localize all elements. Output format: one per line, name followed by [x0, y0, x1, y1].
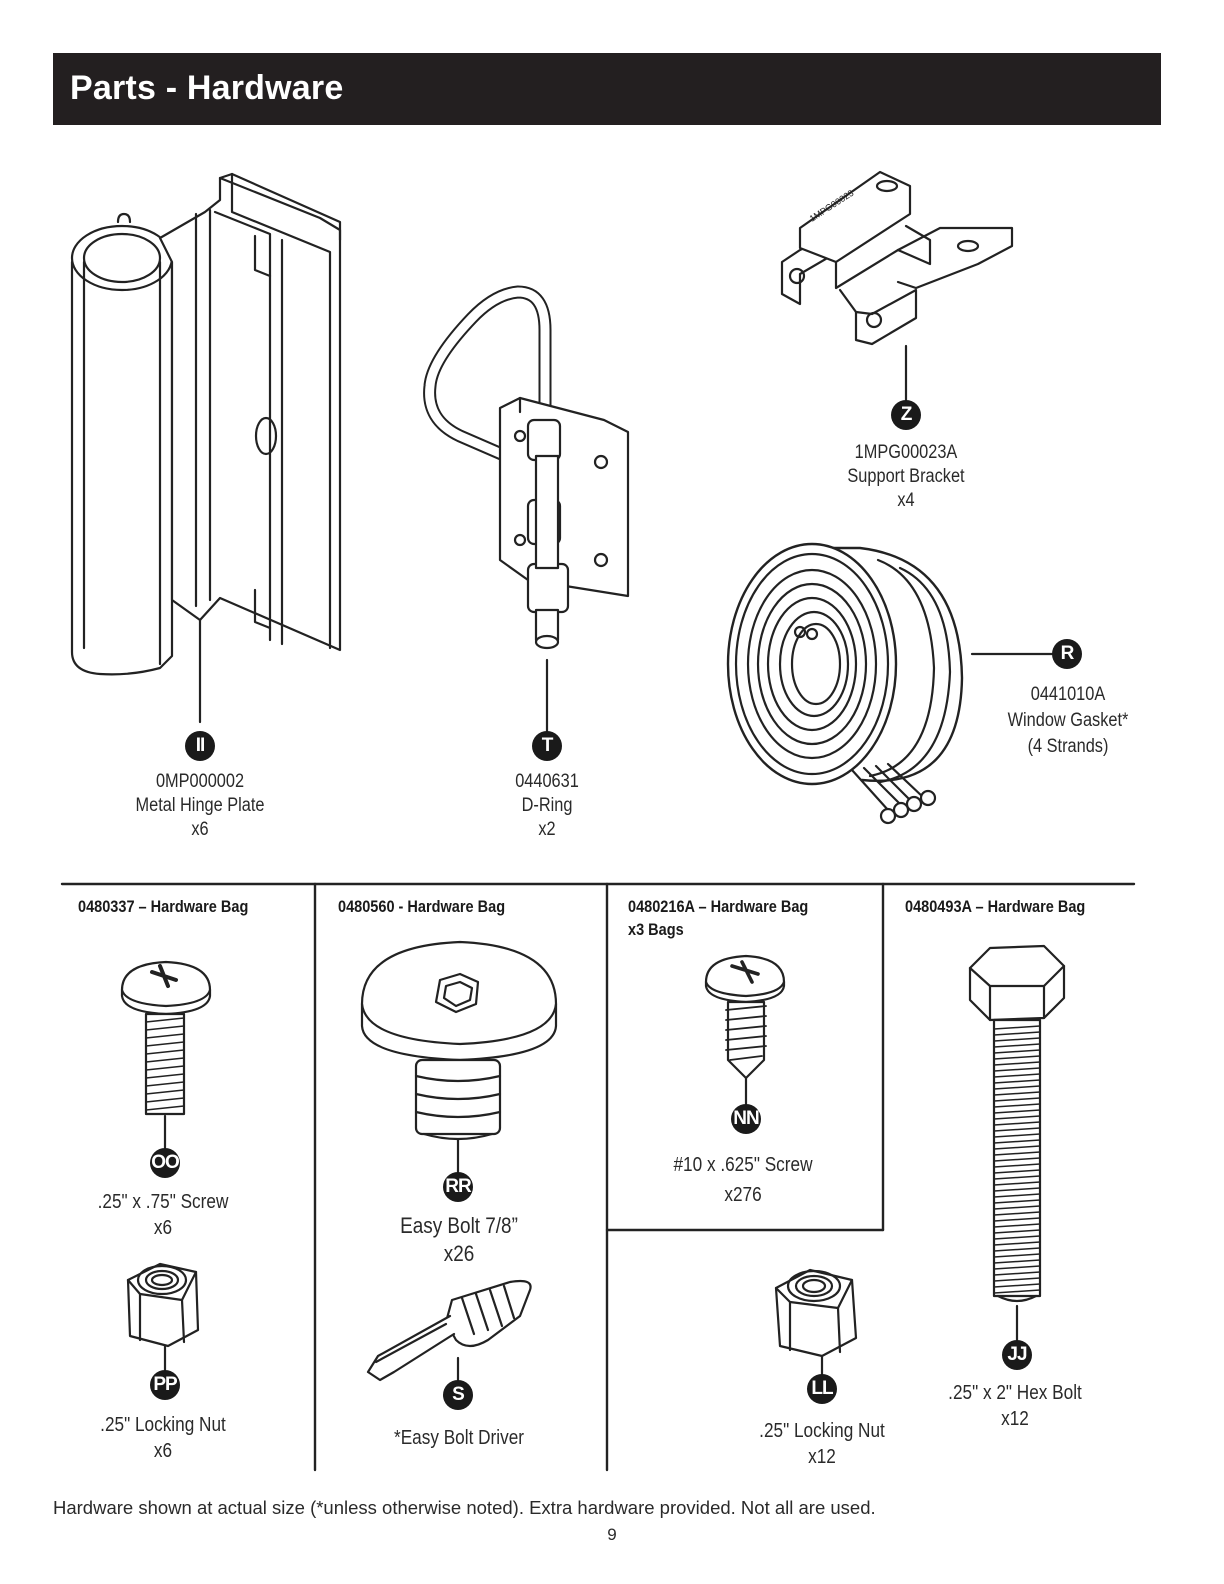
label-support-bracket: 1MPG00023A Support Bracket x4 — [820, 441, 992, 513]
label-pp-nut: .25" Locking Nut x6 — [73, 1412, 254, 1464]
bag-title-0480216a: 0480216A – Hardware Bag x3 Bags — [628, 896, 808, 942]
easy-bolt-driver-drawing — [366, 1279, 532, 1382]
hardware-qty: x6 — [153, 1217, 173, 1239]
part-qty: x6 — [191, 819, 209, 840]
pan-head-screw-drawing — [120, 960, 212, 1150]
hardware-name: *Easy Bolt Driver — [394, 1427, 524, 1449]
hardware-name: .25" Locking Nut — [759, 1420, 885, 1442]
label-s-driver: *Easy Bolt Driver — [369, 1426, 550, 1450]
hardware-qty: x276 — [724, 1184, 762, 1206]
badge-z: Z — [891, 400, 921, 430]
support-bracket-drawing: 1MPG00023 — [780, 170, 1014, 402]
bag-table-lines — [60, 882, 1136, 1472]
badge-oo: OO — [150, 1148, 180, 1178]
hardware-qty: x6 — [153, 1440, 173, 1462]
label-d-ring: 0440631 D-Ring x2 — [461, 770, 633, 842]
page-number: 9 — [607, 1525, 617, 1544]
hex-bolt-drawing — [968, 944, 1066, 1342]
hardware-name: .25" Locking Nut — [100, 1414, 226, 1436]
part-number: 0MP000002 — [155, 771, 245, 792]
window-gasket-drawing — [726, 542, 1054, 825]
part-number: 0440631 — [515, 771, 579, 792]
label-oo-screw: .25" x .75" Screw x6 — [73, 1189, 254, 1241]
part-name: Support Bracket — [847, 466, 965, 487]
badge-pp: PP — [150, 1370, 180, 1400]
label-window-gasket: 0441010A Window Gasket* (4 Strands) — [982, 682, 1154, 760]
bag-title-text: 0480560 - Hardware Bag — [338, 898, 506, 916]
part-qty: (4 Strands) — [1027, 736, 1109, 757]
part-qty: x4 — [897, 490, 915, 511]
badge-t: T — [532, 731, 562, 761]
hardware-name: .25" x 2" Hex Bolt — [948, 1382, 1082, 1404]
hardware-qty: x12 — [1001, 1408, 1029, 1430]
easy-bolt-drawing — [360, 940, 558, 1174]
part-qty: x2 — [538, 819, 556, 840]
bag-title-0480337: 0480337 – Hardware Bag — [78, 896, 248, 919]
hardware-name: Easy Bolt 7/8” — [400, 1213, 518, 1238]
d-ring-drawing — [423, 285, 630, 736]
hardware-qty: x26 — [443, 1241, 475, 1266]
bag-title-text: 0480216A – Hardware Bag — [628, 898, 809, 916]
part-number: 1MPG00023A — [854, 442, 958, 463]
hardware-name: #10 x .625" Screw — [673, 1154, 813, 1176]
hardware-qty: x12 — [808, 1446, 836, 1468]
part-name: D-Ring — [521, 795, 573, 816]
badge-ll: LL — [807, 1374, 837, 1404]
metal-hinge-plate-drawing — [70, 172, 342, 724]
label-jj-hex-bolt: .25" x 2" Hex Bolt x12 — [925, 1380, 1106, 1432]
page-title: Parts - Hardware — [70, 69, 344, 107]
hardware-name: .25" x .75" Screw — [97, 1191, 229, 1213]
bag-title-text: 0480493A – Hardware Bag — [905, 898, 1086, 916]
label-metal-hinge-plate: 0MP000002 Metal Hinge Plate x6 — [114, 770, 286, 842]
part-number: 0441010A — [1030, 684, 1106, 705]
label-ll-nut: .25" Locking Nut x12 — [732, 1418, 913, 1470]
locking-nut-small-drawing — [126, 1262, 200, 1372]
part-name: Window Gasket* — [1007, 710, 1129, 731]
bag-title-0480560: 0480560 - Hardware Bag — [338, 896, 505, 919]
badge-rr: RR — [443, 1172, 473, 1202]
bag-subtitle: x3 Bags — [628, 921, 684, 939]
badge-nn: NN — [731, 1104, 761, 1134]
section-header: Parts - Hardware — [53, 53, 1161, 125]
locking-nut-large-drawing — [774, 1268, 858, 1378]
label-rr-easy-bolt: Easy Bolt 7/8” x26 — [369, 1212, 550, 1268]
badge-s: S — [443, 1380, 473, 1410]
badge-r: R — [1052, 639, 1082, 669]
label-nn-screw: #10 x .625" Screw x276 — [653, 1150, 834, 1210]
footer-note: Hardware shown at actual size (*unless o… — [53, 1497, 876, 1518]
tapping-screw-drawing — [704, 954, 786, 1106]
badge-ii: II — [185, 731, 215, 761]
bag-title-text: 0480337 – Hardware Bag — [78, 898, 249, 916]
bag-title-0480493a: 0480493A – Hardware Bag — [905, 896, 1085, 919]
part-name: Metal Hinge Plate — [135, 795, 265, 816]
badge-jj: JJ — [1002, 1340, 1032, 1370]
